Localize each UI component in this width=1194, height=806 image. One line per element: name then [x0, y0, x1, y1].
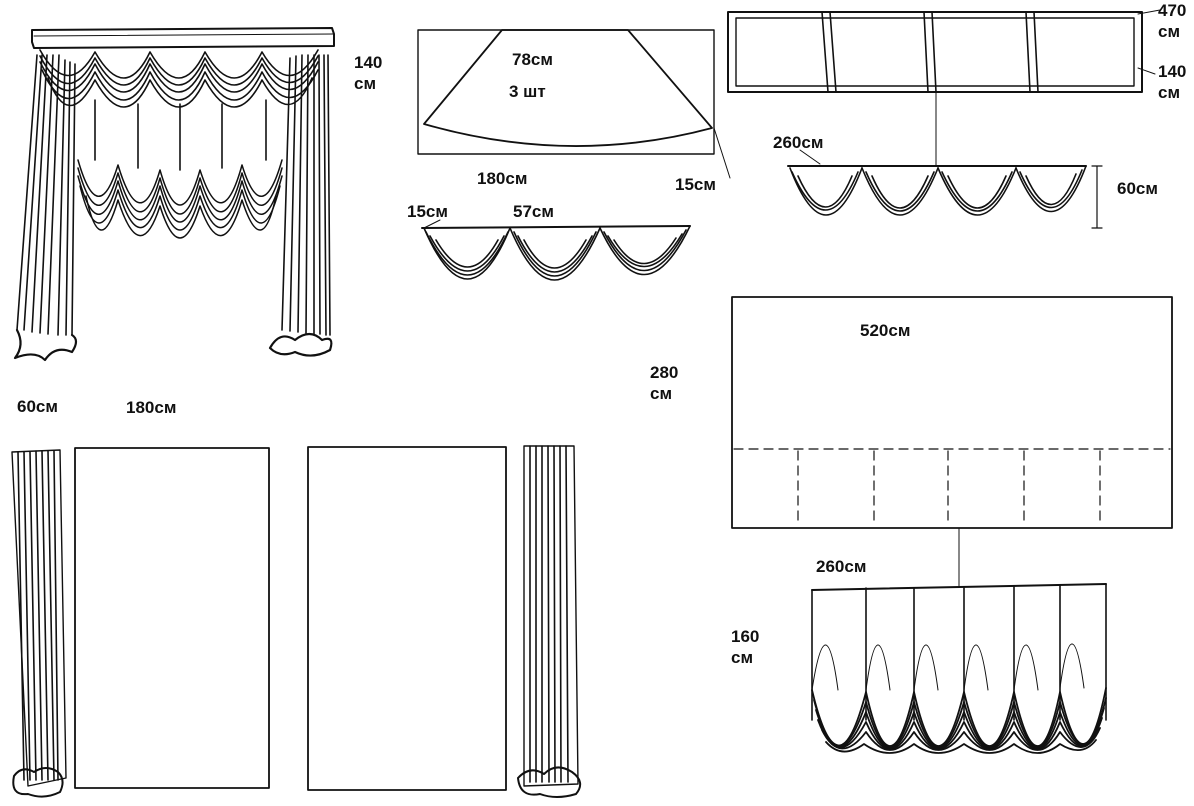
label-austrian-flat-height: 280 см: [650, 363, 679, 404]
label-swag-piece-width: 78см: [512, 50, 553, 69]
label-panel-wide-width: 180см: [126, 398, 177, 417]
right-pleated-drape-piece: [517, 445, 582, 798]
swag-cut-piece: [417, 29, 731, 179]
swag-piece-outline: [423, 29, 713, 147]
top-swag-row: [39, 49, 319, 108]
label-swag-row-width: 57см: [513, 202, 554, 221]
label-panel-narrow-width: 60см: [17, 397, 58, 416]
austrian-gathered-blind: [811, 583, 1107, 754]
cornice-board: [31, 27, 335, 49]
label-austrian-flat-width: 520см: [860, 321, 911, 340]
label-valance-width: 260см: [773, 133, 824, 152]
frame-cornice: [727, 9, 1161, 167]
label-swag-base-width: 180см: [477, 169, 528, 188]
three-swag-row: [421, 219, 691, 281]
valance-four-swags: [787, 149, 1103, 229]
label-swag-side-drop: 15см: [675, 175, 716, 194]
lower-swag-row: [77, 159, 283, 239]
right-side-drape: [268, 54, 333, 357]
label-frame-width: 470 см: [1158, 1, 1187, 42]
label-swag-row-jabot: 15см: [407, 202, 448, 221]
left-pleated-drape-piece: [11, 449, 67, 798]
assembled-curtain-illustration: [13, 27, 335, 362]
left-side-drape: [13, 54, 78, 362]
right-flat-panel: [307, 446, 507, 791]
label-top-left-height: 140 см: [354, 53, 383, 94]
label-frame-height: 140 см: [1158, 62, 1187, 103]
middle-panel: [94, 99, 267, 171]
label-austrian-gathered-width: 260см: [816, 557, 867, 576]
label-swag-piece-count: 3 шт: [509, 82, 546, 101]
austrian-flat-pattern: [731, 296, 1173, 587]
label-austrian-gathered-height: 160 см: [731, 627, 760, 668]
left-flat-panel: [74, 447, 270, 789]
label-valance-height: 60см: [1117, 179, 1158, 198]
